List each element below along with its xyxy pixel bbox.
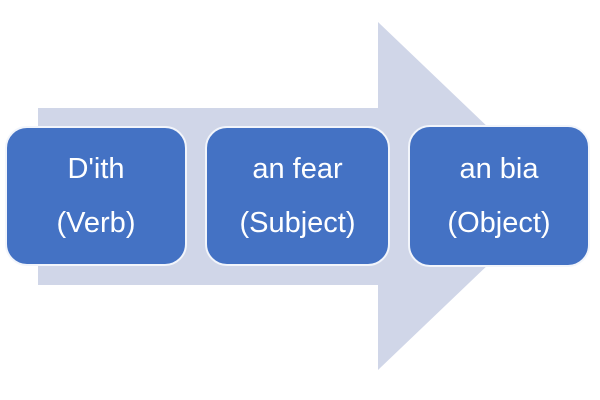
object-role-label: (Object): [447, 206, 551, 239]
process-box-object: an bia (Object): [408, 125, 590, 267]
verb-role-label: (Verb): [56, 206, 136, 239]
verb-word-label: D'ith: [67, 152, 125, 185]
object-word-label: an bia: [459, 152, 539, 185]
subject-word-label: an fear: [252, 152, 343, 185]
process-box-subject: an fear (Subject): [205, 126, 390, 266]
process-box-verb: D'ith (Verb): [5, 126, 187, 266]
subject-role-label: (Subject): [239, 206, 356, 239]
